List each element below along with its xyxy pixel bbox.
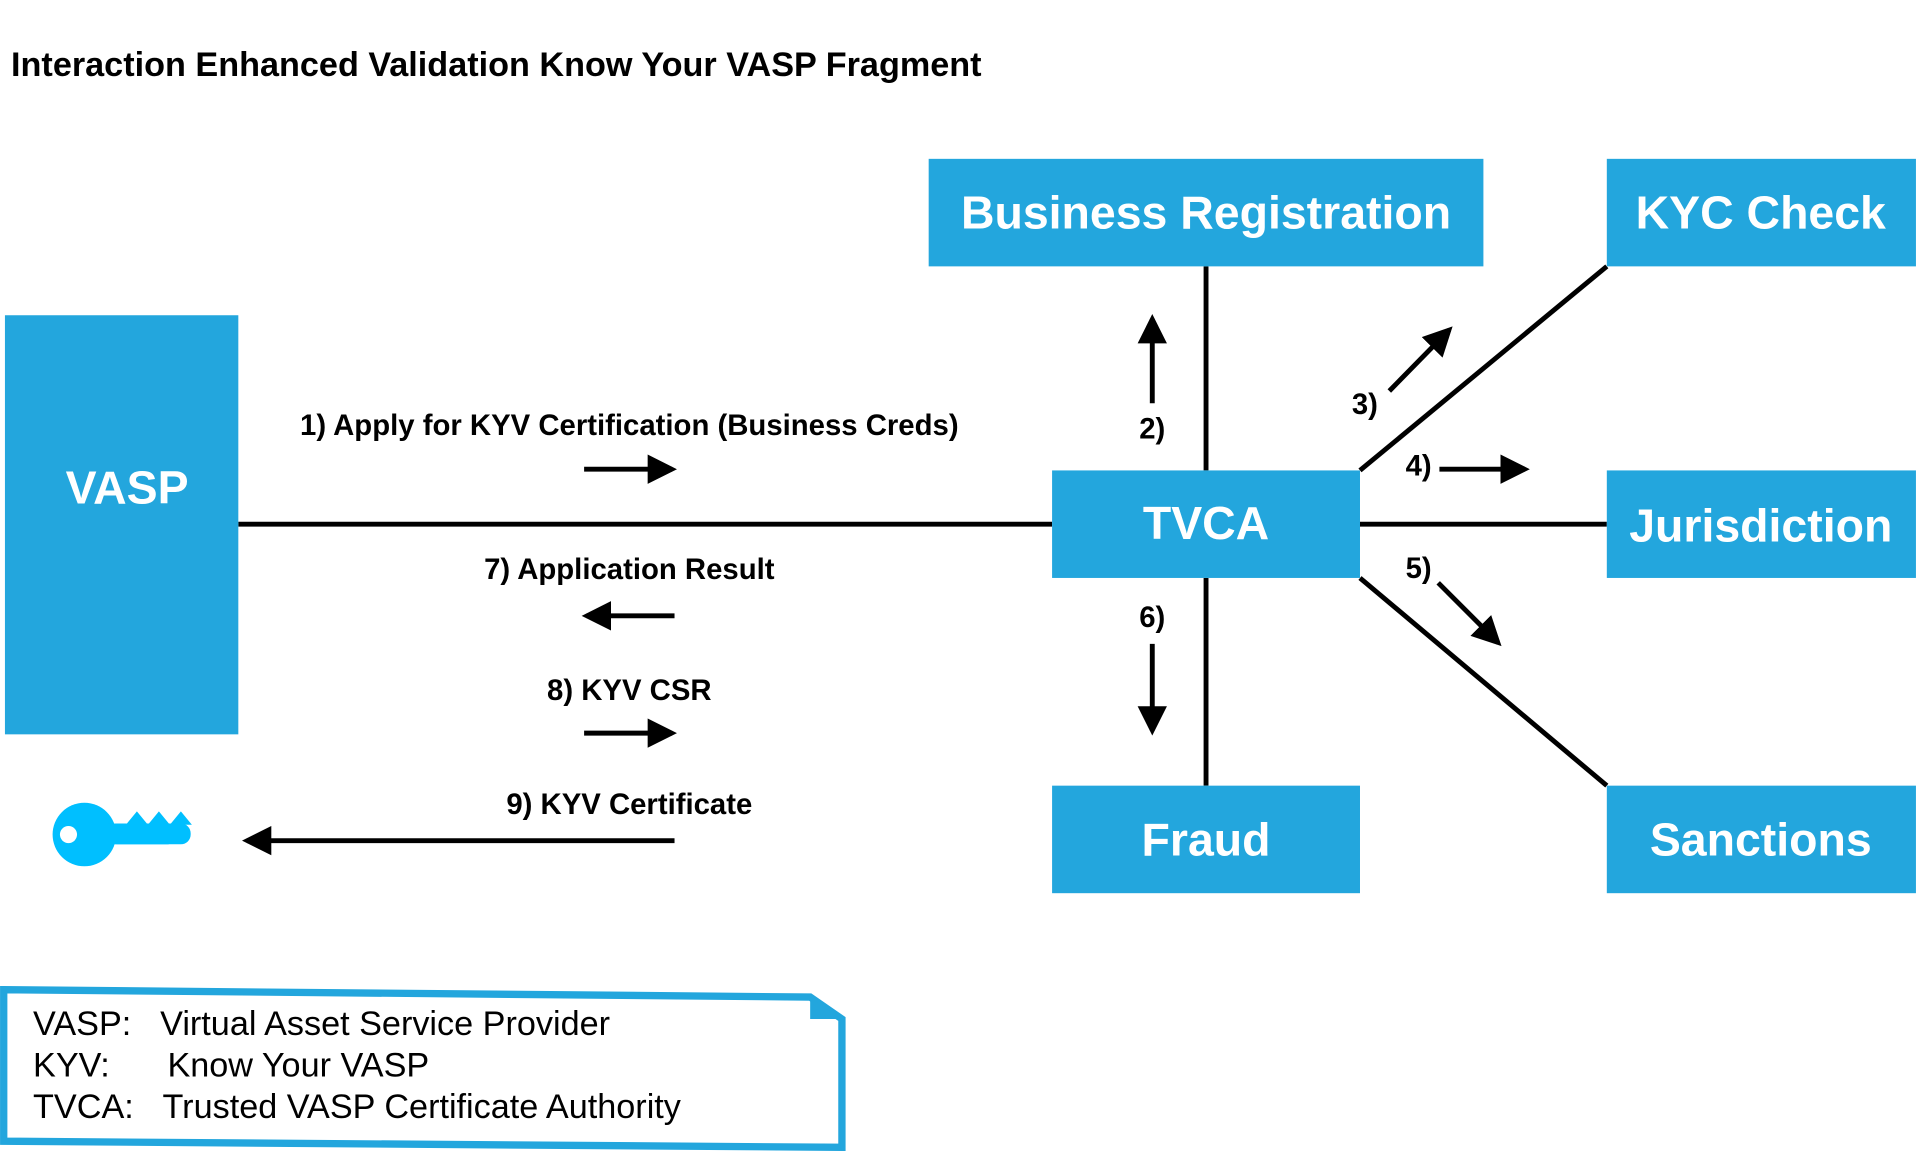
vasp-box: VASP (4, 315, 239, 735)
svg-text:Business Registration: Business Registration (961, 186, 1451, 238)
step-3-label: 3) (1352, 388, 1378, 421)
sanctions-box: Sanctions (1606, 785, 1916, 894)
jurisdiction-box: Jurisdiction (1606, 470, 1916, 578)
step-8-label: 8) KYV CSR (547, 674, 712, 707)
step-9-label: 9) KYV Certificate (506, 788, 752, 821)
legend-term: KYV: (33, 1046, 110, 1084)
svg-text:Sanctions: Sanctions (1650, 813, 1872, 865)
svg-text:Fraud: Fraud (1142, 813, 1271, 865)
connectors (238, 264, 1609, 788)
kyc-check-box: KYC Check (1606, 158, 1916, 267)
svg-text:TVCA: TVCA (1143, 497, 1269, 549)
legend-definition: Virtual Asset Service Provider (160, 1005, 610, 1043)
arrow-up-right-icon (1387, 326, 1453, 393)
legend: VASP: Virtual Asset Service Provider KYV… (0, 986, 846, 1151)
key-icon (52, 802, 192, 867)
step-4-label: 4) (1406, 449, 1432, 482)
legend-definition: Trusted VASP Certificate Authority (163, 1088, 682, 1126)
step-7-label: 7) Application Result (484, 553, 775, 586)
step-6-label: 6) (1139, 601, 1165, 634)
diagram-title: Interaction Enhanced Validation Know You… (11, 46, 982, 84)
legend-term: VASP: (33, 1005, 131, 1043)
svg-text:VASP: VASP (66, 461, 189, 513)
svg-text:Jurisdiction: Jurisdiction (1629, 499, 1892, 551)
step-1-label: 1) Apply for KYV Certification (Business… (300, 409, 959, 442)
business-registration-box: Business Registration (928, 158, 1484, 267)
arrow-down-right-icon (1436, 581, 1502, 647)
tvca-box: TVCA (1052, 470, 1360, 578)
legend-definition: Know Your VASP (167, 1046, 429, 1084)
svg-text:KYC Check: KYC Check (1636, 186, 1886, 238)
step-2-label: 2) (1139, 413, 1165, 446)
legend-term: TVCA: (33, 1088, 134, 1126)
step-5-label: 5) (1406, 552, 1432, 585)
step-arrows (241, 314, 1530, 856)
fraud-box: Fraud (1052, 785, 1360, 894)
